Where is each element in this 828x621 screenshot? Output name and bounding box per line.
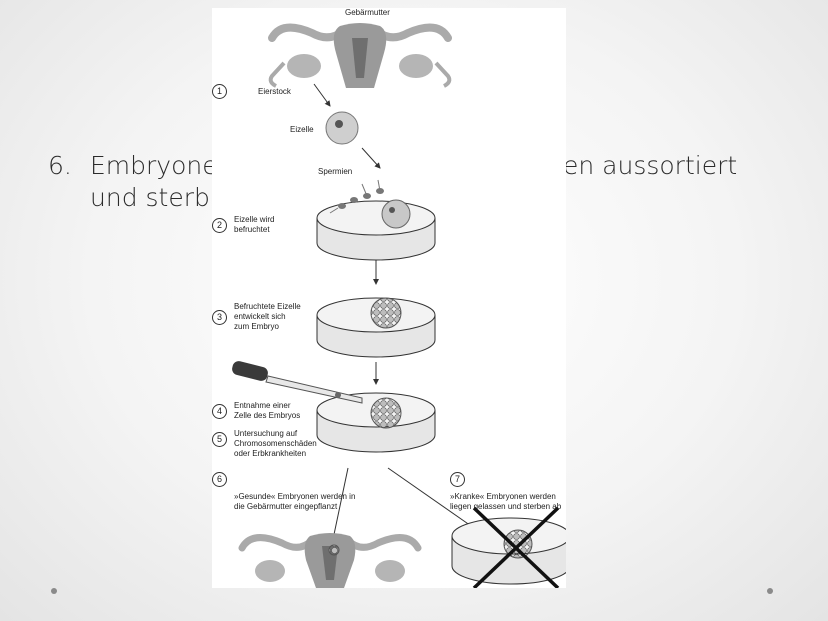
uterus-top — [268, 23, 452, 88]
step-number-2: 2 — [212, 218, 227, 233]
step-number-1: 1 — [212, 84, 227, 99]
pipette — [232, 361, 363, 404]
nav-dot-left — [51, 588, 57, 594]
arrow-to-sick — [387, 467, 475, 529]
petri-dish-embryo — [316, 297, 436, 358]
step-text-3: Befruchtete Eizelle entwickelt sich zum … — [234, 302, 301, 331]
step-number-3: 3 — [212, 310, 227, 325]
step-text-5: Untersuchung auf Chromosomenschäden oder… — [234, 429, 317, 458]
cross-line-2 — [472, 506, 560, 588]
step-number-6: 6 — [212, 472, 227, 487]
bullet-text-line1-left: Embryone — [90, 151, 218, 180]
ivf-pgd-diagram: Gebärmutter Eierstock Eizelle Spermien 1… — [212, 8, 566, 588]
nav-dot-right — [767, 588, 773, 594]
diagram-drawing — [232, 23, 566, 588]
step-number-7: 7 — [450, 472, 465, 487]
label-egg: Eizelle — [290, 125, 314, 134]
petri-dish-biopsy — [316, 392, 436, 453]
step-text-4: Entnahme einer Zelle des Embryos — [234, 401, 301, 420]
label-sperm: Spermien — [318, 167, 353, 176]
arrow-to-healthy — [330, 467, 349, 545]
label-ovary: Eierstock — [258, 87, 291, 96]
step-number-5: 5 — [212, 432, 227, 447]
egg-cell — [325, 111, 359, 145]
bullet-number: 6. — [48, 151, 72, 180]
petri-dish-discarded — [451, 506, 566, 588]
step-text-2: Eizelle wird befruchtet — [234, 215, 275, 234]
step-text-6: »Gesunde« Embryonen werden in die Gebärm… — [234, 492, 356, 511]
bullet-text-line2: und sterb — [90, 183, 210, 212]
step-text-7: »Kranke« Embryonen werden liegen gelasse… — [450, 492, 562, 511]
arrow-ovary-egg — [313, 83, 331, 107]
label-uterus: Gebärmutter — [345, 8, 390, 17]
uterus-bottom — [238, 533, 422, 588]
petri-dish-fertilization — [316, 179, 436, 261]
bullet-text-line1-right: en aussortiert — [563, 151, 738, 180]
step-number-4: 4 — [212, 404, 227, 419]
arrow-egg-dish — [361, 147, 381, 169]
